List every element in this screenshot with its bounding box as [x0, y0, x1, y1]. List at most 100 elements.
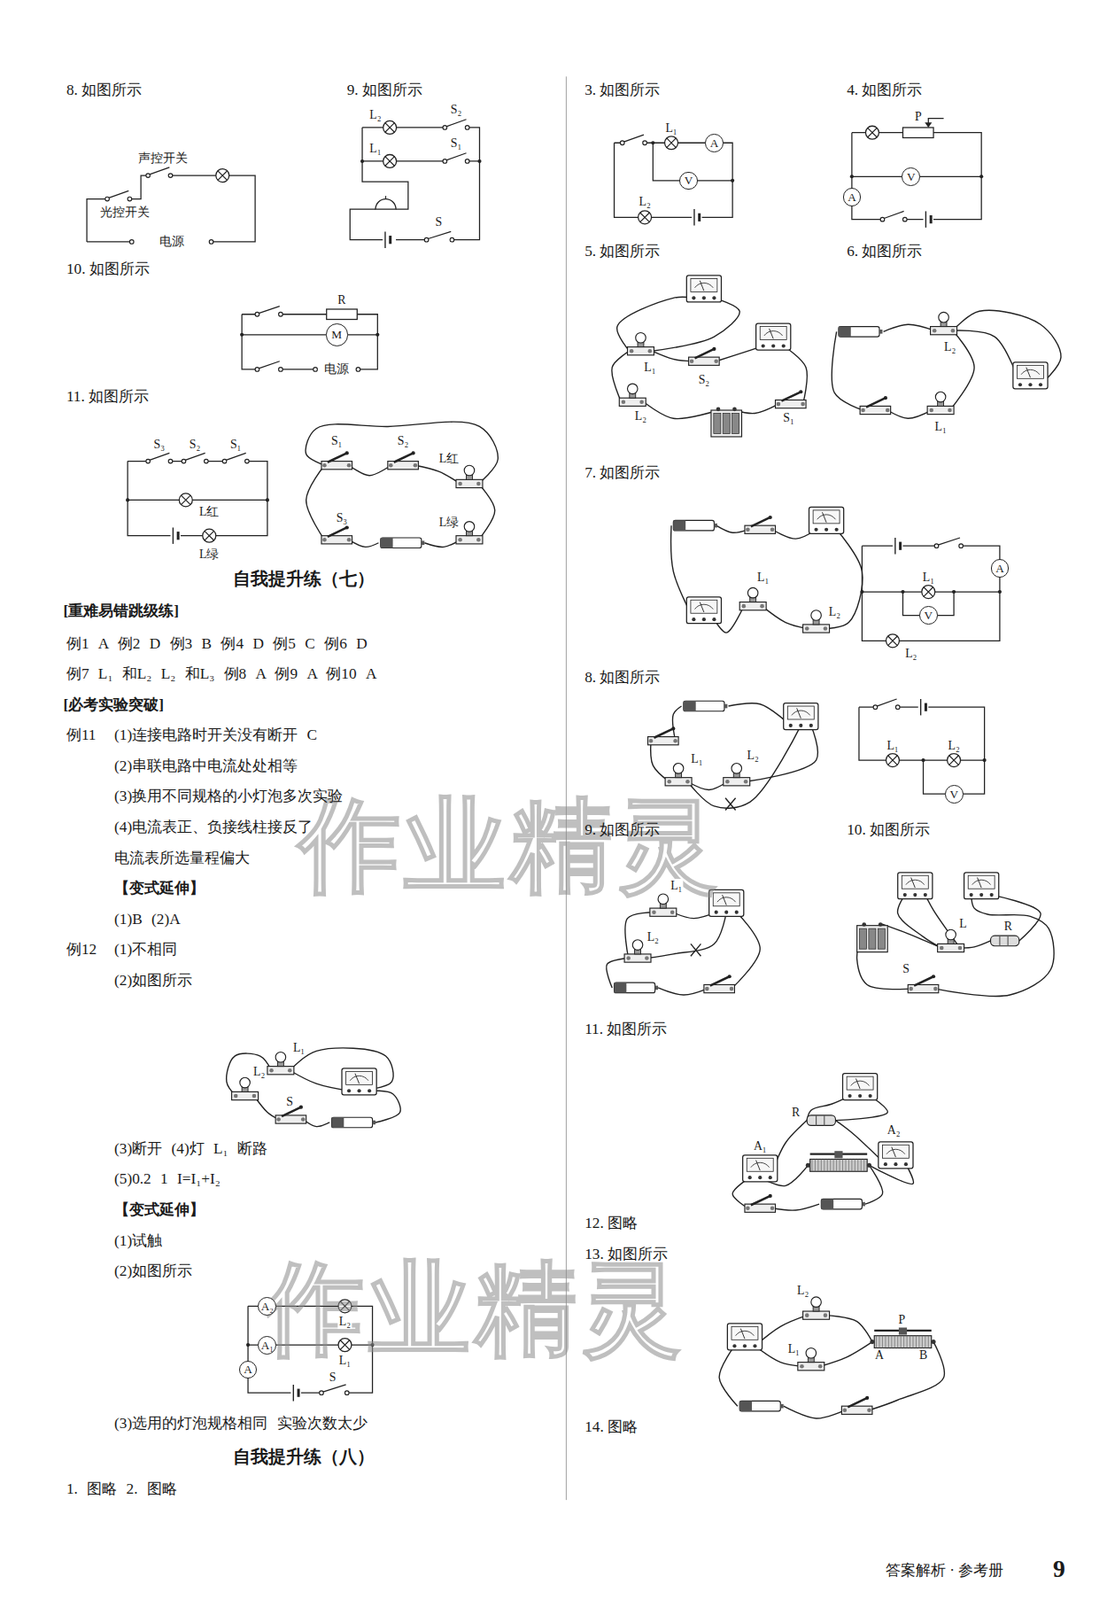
- terminal: [168, 458, 173, 464]
- lamp-symbol: [383, 154, 397, 168]
- junction-dot: [477, 159, 481, 163]
- lamp-cross: [385, 156, 395, 167]
- bulb-base: [624, 953, 651, 962]
- answer-text: (3)断开 (4)灯 L₁ 断路: [114, 1139, 268, 1158]
- component-label: S: [328, 1370, 338, 1385]
- component-label: L绿: [198, 547, 220, 562]
- battery-cell: [820, 1198, 862, 1209]
- junction-dot: [859, 589, 864, 594]
- wire: [859, 706, 985, 760]
- battery-cap: [879, 329, 883, 334]
- switch-blade: [258, 361, 280, 369]
- bulb-post: [648, 348, 653, 354]
- component-label: L₁: [368, 141, 382, 156]
- switch-post: [885, 408, 891, 413]
- terminal: [880, 216, 885, 222]
- battery-cap: [655, 985, 659, 991]
- question-number: 6. 如图所示: [846, 242, 922, 261]
- meter-window: [690, 599, 718, 613]
- meter-letter: A: [710, 137, 720, 149]
- rheostat-winding: [882, 1335, 883, 1348]
- component-label: L₂: [646, 929, 660, 945]
- switch-post: [860, 408, 866, 413]
- terminal: [464, 125, 470, 131]
- wire: [415, 464, 461, 484]
- meter-scale: [750, 1161, 770, 1167]
- meter-post: [712, 617, 716, 621]
- wire: [651, 350, 692, 362]
- bulb-glass: [945, 928, 957, 940]
- rheostat-post: [931, 1339, 937, 1344]
- bulb-post: [651, 909, 657, 914]
- component-label: R: [336, 293, 347, 308]
- meter-letter: M: [331, 328, 342, 341]
- switch-post: [843, 1407, 848, 1412]
- question-number: 12. 图略: [584, 1214, 638, 1232]
- battery-cell: [838, 326, 880, 338]
- wire: [935, 894, 1054, 996]
- bulb-base: [619, 397, 646, 406]
- meter-post: [883, 1161, 888, 1166]
- lamp-symbol: [216, 169, 230, 183]
- bulb-glass: [627, 383, 639, 395]
- switch-blade: [323, 1384, 347, 1392]
- resistor-stripe: [815, 1114, 817, 1126]
- switch-post: [745, 1205, 751, 1210]
- meter-post: [809, 723, 813, 728]
- wire: [302, 1119, 330, 1127]
- battery-plate: [924, 703, 928, 712]
- bulb-post: [743, 779, 749, 784]
- meter-post: [724, 910, 728, 914]
- rheostat-winding: [827, 1158, 829, 1171]
- meter-post: [798, 723, 803, 728]
- switch-knife: [653, 727, 674, 737]
- junction-dot: [730, 178, 735, 183]
- switch-handle: [883, 395, 888, 400]
- bulb-glass: [938, 311, 950, 323]
- switch-knife: [750, 517, 771, 527]
- battery-band: [380, 537, 394, 549]
- meter-case: [727, 1323, 762, 1350]
- component-label: L₁: [689, 751, 704, 767]
- terminal: [449, 237, 455, 242]
- question-number: 13. 如图所示: [584, 1245, 668, 1263]
- meter-letter: A: [243, 1362, 253, 1375]
- component-label: L₁: [642, 360, 657, 375]
- answer-text: 例7 L₁ 和L₂ L₂ 和L₃ 例8 A 例9 A 例10 A: [66, 665, 378, 683]
- bulb-base: [456, 479, 483, 488]
- switch-post: [770, 526, 775, 532]
- switch-blade: [427, 231, 451, 239]
- bulb-glass: [464, 464, 475, 476]
- meter-scale: [905, 879, 925, 884]
- junction-dot: [900, 589, 905, 594]
- meter-post: [1028, 382, 1032, 387]
- bulb-glass: [805, 1347, 817, 1359]
- meter-letter: A: [995, 562, 1005, 574]
- question-number: 11. 如图所示: [584, 1020, 667, 1038]
- bulb-base: [930, 326, 958, 335]
- component-label: A₂: [886, 1123, 902, 1138]
- switch-post: [322, 537, 327, 542]
- component-label: S: [285, 1094, 295, 1109]
- wire: [728, 703, 791, 726]
- terminal: [344, 1390, 349, 1395]
- bulb-post: [685, 779, 690, 784]
- terminal: [959, 543, 964, 549]
- meter-case: [686, 596, 721, 624]
- battery-cap: [861, 1201, 865, 1207]
- meter-post: [1038, 382, 1043, 387]
- battery-plate: [177, 531, 180, 540]
- lamp-symbol: [202, 528, 217, 542]
- rheostat-post: [869, 1339, 875, 1344]
- section-heading: 自我提升练（七）: [232, 569, 375, 590]
- meter-scale: [851, 1080, 870, 1085]
- battery-band: [739, 1400, 752, 1411]
- lamp-symbol: [665, 136, 679, 150]
- battery-cell: [739, 1400, 781, 1411]
- rheostat-winding: [829, 1158, 831, 1171]
- bulb-post: [823, 626, 829, 631]
- meter-post: [848, 1093, 852, 1098]
- wire: [857, 924, 912, 990]
- meter-window: [759, 326, 787, 341]
- component-label: L₁: [885, 738, 899, 753]
